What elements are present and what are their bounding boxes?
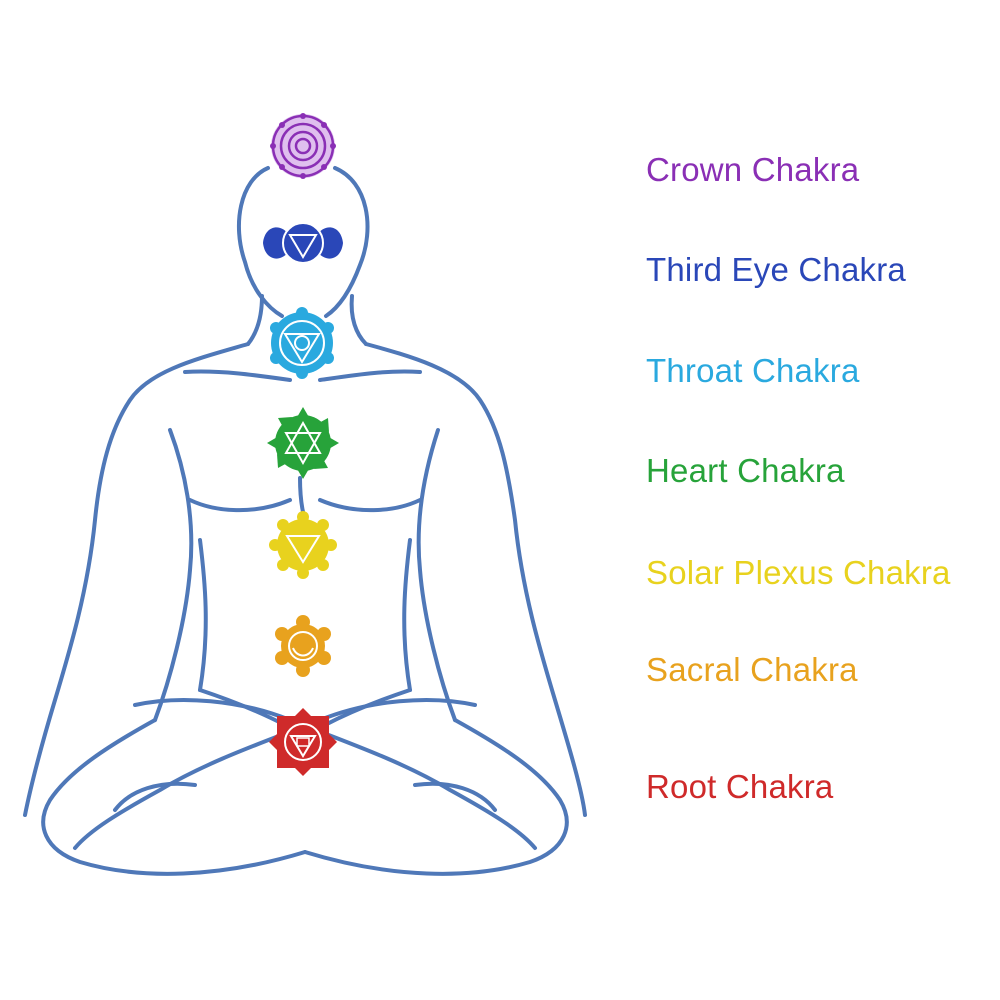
sacral-chakra-icon (275, 615, 331, 677)
third-eye-chakra-label: Third Eye Chakra (646, 251, 906, 288)
crown-chakra-label: Crown Chakra (646, 151, 860, 188)
throat-chakra-label: Throat Chakra (646, 352, 860, 389)
solar-plexus-chakra-label: Solar Plexus Chakra (646, 554, 951, 591)
root-chakra-icon (269, 708, 337, 776)
heart-chakra-label: Heart Chakra (646, 452, 845, 489)
solar-plexus-chakra-icon (269, 511, 337, 579)
third-eye-chakra-icon (263, 222, 343, 264)
root-chakra-label: Root Chakra (646, 768, 834, 805)
sacral-chakra-label: Sacral Chakra (646, 651, 858, 688)
throat-chakra-icon (270, 307, 334, 379)
heart-chakra-icon (267, 407, 339, 479)
figure-outline (23, 166, 587, 876)
crown-chakra-icon (270, 113, 336, 179)
